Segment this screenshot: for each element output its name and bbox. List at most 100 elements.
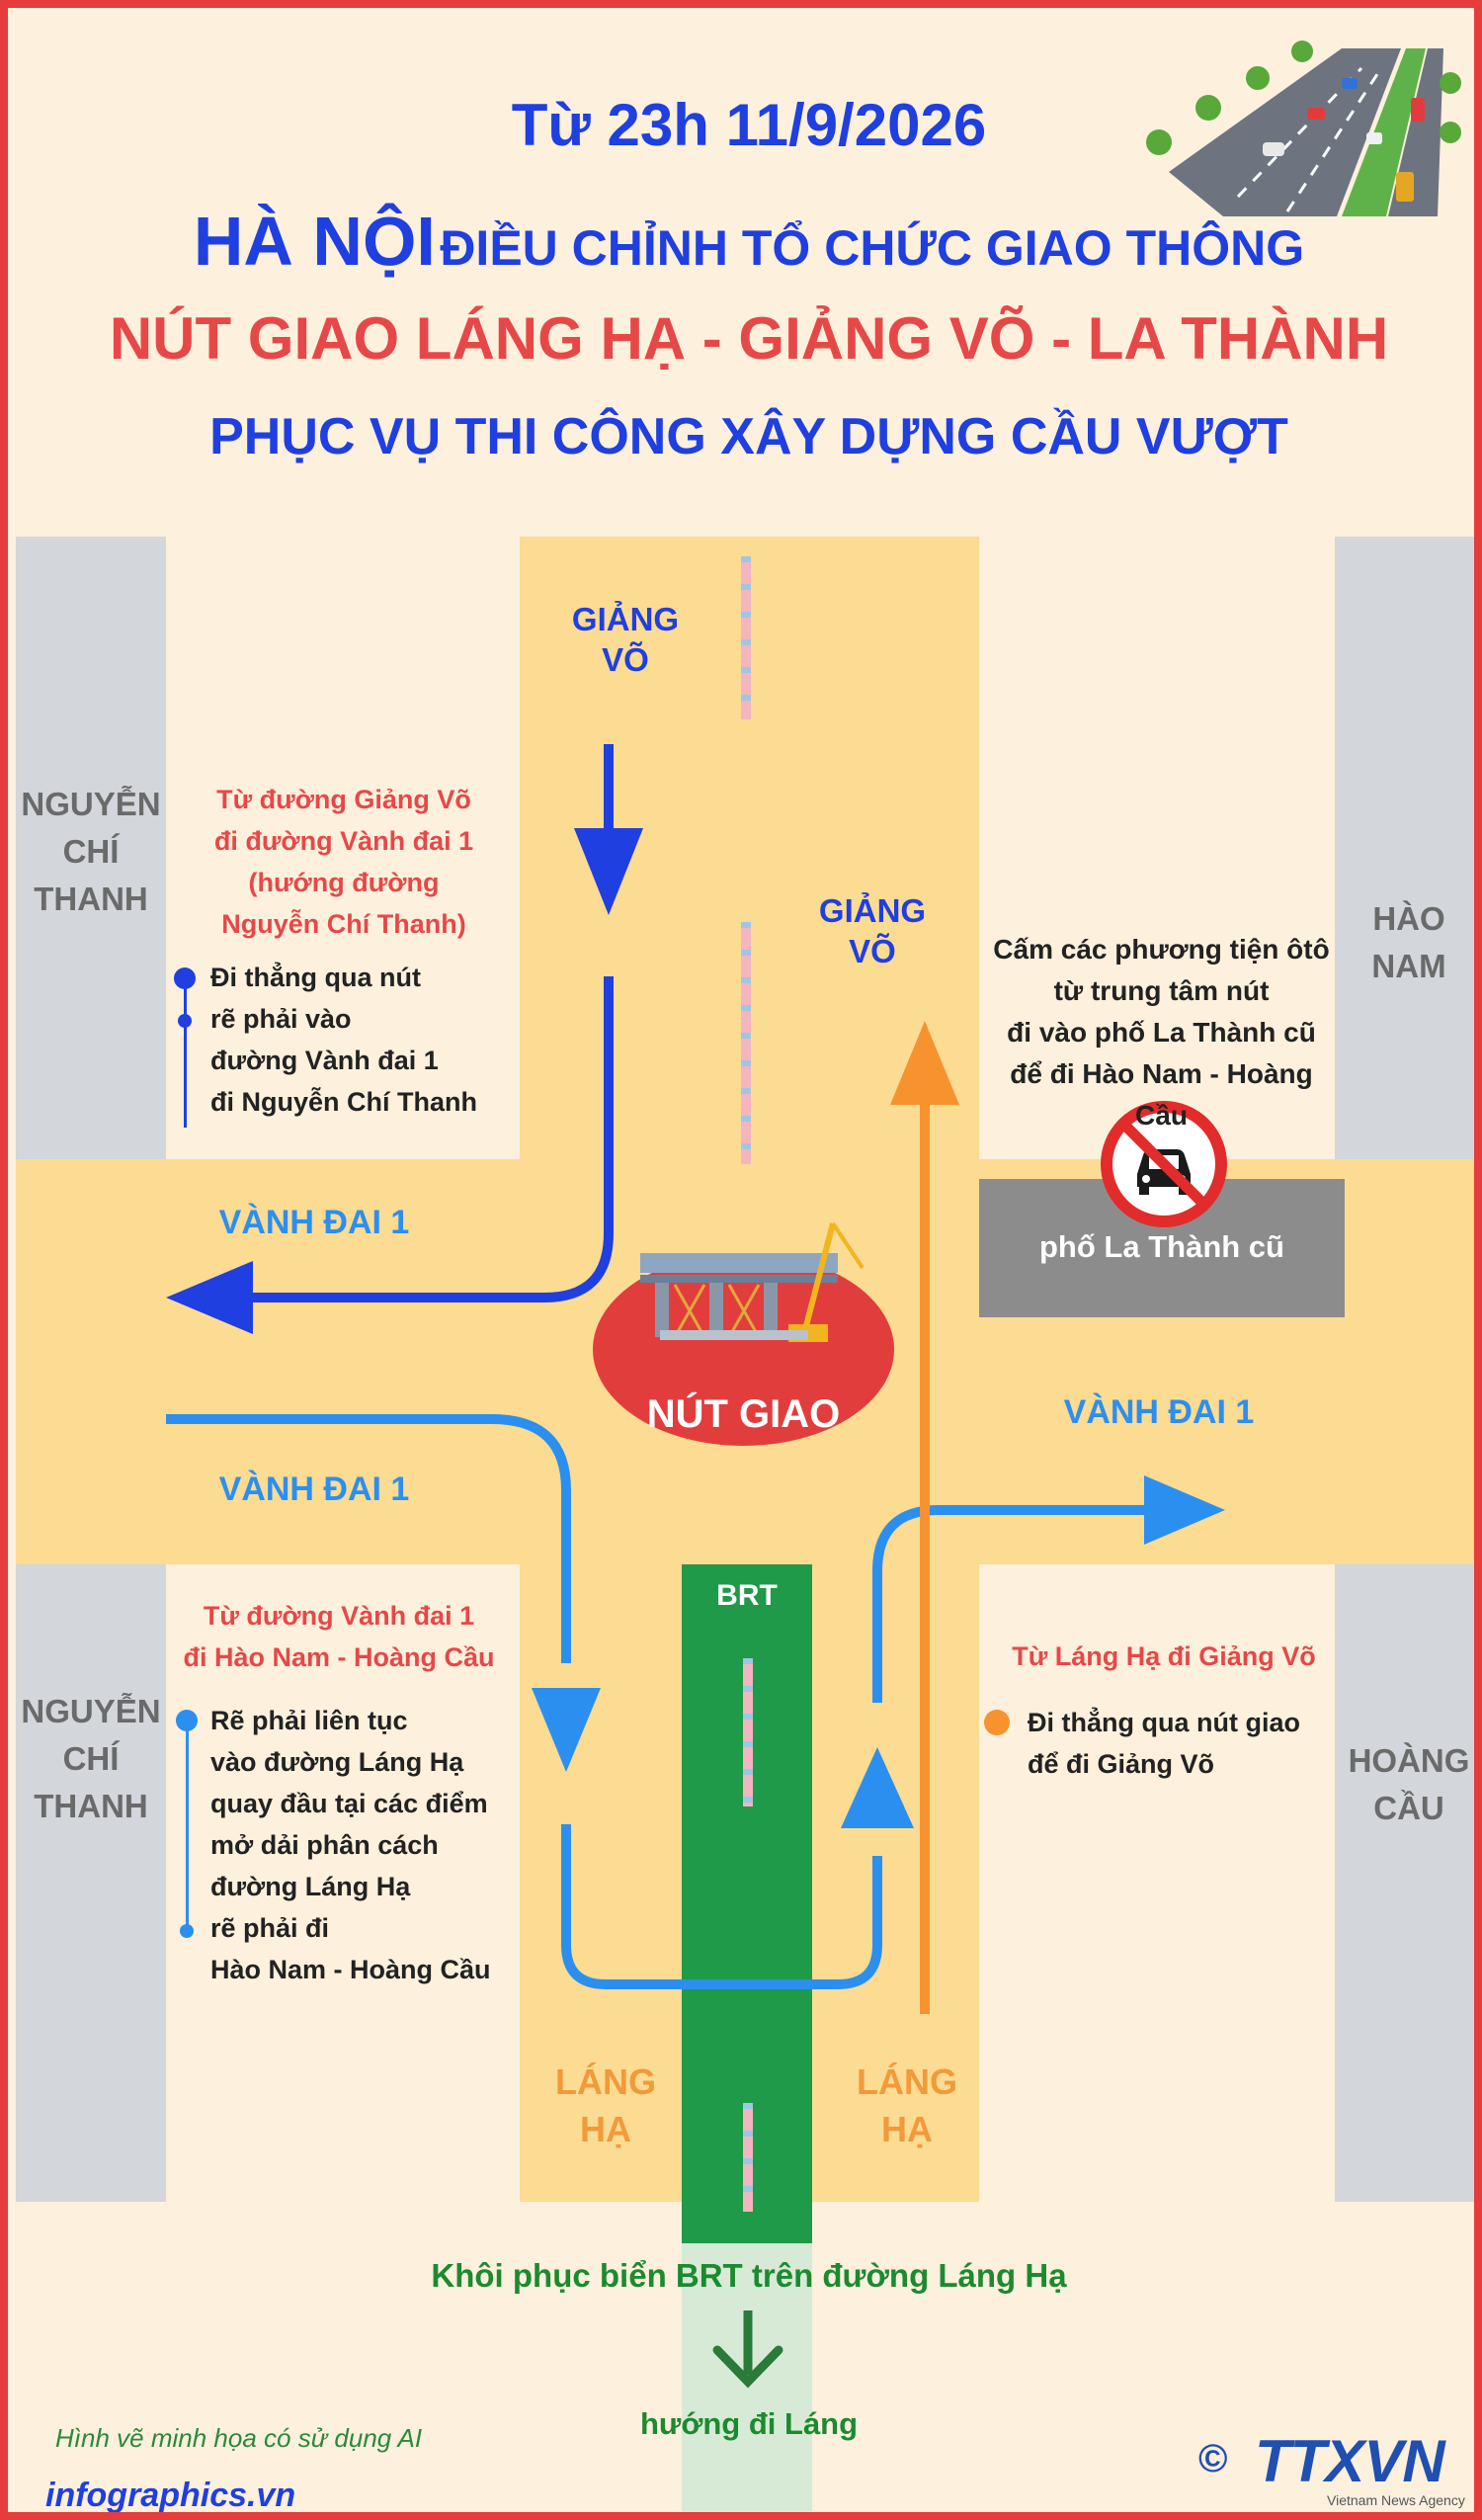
label-line: HẠ [580,2109,631,2149]
label-line: NAM [1371,948,1446,984]
label-giang-vo-top: GIẢNG VÕ [541,599,709,681]
label-nguyen-chi-thanh-upper: NGUYỄN CHÍ THANH [16,781,166,923]
label-hoang-cau: HOÀNG CẦU [1335,1737,1474,1832]
label-vanh-dai-west-lower: VÀNH ĐAI 1 [218,1470,410,1508]
title-line: Từ đường Giảng Võ [216,785,471,814]
step-line: đường Láng Hạ [210,1872,411,1901]
brt-label: BRT [716,1579,778,1612]
junction-badge [593,1253,894,1446]
headline-text: ĐIỀU CHỈNH TỔ CHỨC GIAO THÔNG [440,220,1305,276]
label-line: THANH [34,881,148,917]
side-street-nguyen-chi-thanh-lower [16,1564,166,2202]
step-line: Hào Nam - Hoàng Cầu [210,1955,491,1984]
step-line: quay đầu tại các điểm [210,1789,488,1818]
date-line: Từ 23h 11/9/2026 [511,92,987,158]
label-line: GIẢNG [818,892,927,929]
note-line: đi vào phố La Thành cũ [1007,1017,1316,1048]
label-giang-vo-mid: GIẢNG VÕ [788,890,956,972]
label-line: CHÍ [62,1740,120,1777]
label-line: VÕ [602,641,649,679]
side-street-hao-nam [1335,537,1474,1159]
headline: HÀ NỘI ĐIỀU CHỈNH TỔ CHỨC GIAO THÔNG [8,202,1474,281]
label-line: CẦU [1373,1790,1444,1826]
label-line: VÕ [849,933,896,970]
label-line: NGUYỄN [21,786,161,822]
route-lang-ha-title: Từ Láng Hạ đi Giảng Võ [1012,1641,1316,1671]
step-line: đường Vành đai 1 [210,1046,439,1075]
construction-icon [640,1221,864,1342]
title-line: (hướng đường [248,868,440,897]
ttxvn-logo-subtitle: Vietnam News Agency [1327,2492,1465,2508]
arrow-vanh-dai-down-head [532,1688,601,1772]
arrow-vanh-dai-east-head [1144,1475,1225,1545]
arrow-lang-ha-head [890,1021,959,1105]
ai-note: Hình vẽ minh họa có sử dụng AI [55,2423,423,2453]
step-line: để đi Giảng Võ [1028,1749,1215,1779]
title-line: Từ đường Vành đai 1 [203,1601,475,1631]
brt-restore-note: Khôi phục biển BRT trên đường Láng Hạ [431,2257,1067,2294]
junction-label: NÚT GIAO [646,1392,841,1436]
step-line: rẽ phải đi [210,1913,330,1943]
label-hao-nam: HÀO NAM [1335,895,1474,990]
route-giang-vo-timeline [184,981,187,1128]
arrow-vanh-dai-west-head [166,1261,253,1334]
road-illustration-icon [1139,41,1461,216]
label-lang-ha-left: LÁNG HẠ [532,2058,680,2153]
website-link[interactable]: infographics.vn [45,2477,296,2514]
arrow-giang-vo-head [574,828,643,915]
route-giang-vo-dot-step [178,1014,192,1028]
route-giang-vo-steps: Đi thẳng qua nút rẽ phải vào đường Vành … [210,957,527,1123]
junction-title: NÚT GIAO LÁNG HẠ - GIẢNG VÕ - LA THÀNH [109,305,1389,372]
route-lang-ha-steps: Đi thẳng qua nút giao để đi Giảng Võ [1028,1702,1324,1785]
label-line: GIẢNG [571,601,680,637]
step-line: mở dải phân cách [210,1830,439,1860]
note-line: từ trung tâm nút [1053,975,1270,1006]
copyright-icon: © [1198,2437,1228,2480]
label-line: NGUYỄN [21,1693,161,1729]
step-line: vào đường Láng Hạ [210,1747,464,1777]
label-vanh-dai-west-upper: VÀNH ĐAI 1 [218,1204,410,1241]
step-line: Rẽ phải liên tục [210,1706,408,1735]
city-name: HÀ NỘI [193,203,436,280]
label-vanh-dai-east: VÀNH ĐAI 1 [1063,1393,1255,1431]
step-line: đi Nguyễn Chí Thanh [210,1087,477,1117]
note-line: để đi Hào Nam - Hoàng Cầu [1010,1058,1313,1131]
label-line: LÁNG [555,2061,656,2102]
la-thanh-cu-label: phố La Thành cũ [1039,1229,1284,1264]
side-street-nguyen-chi-thanh-upper [16,537,166,1159]
route-vanh-dai-dot-step [180,1924,194,1938]
label-line: LÁNG [857,2061,957,2102]
label-line: THANH [34,1788,148,1824]
car-prohibited-icon [1101,1101,1227,1227]
arrow-giang-vo-turn [225,976,614,1302]
step-line: rẽ phải vào [210,1004,352,1034]
step-line: Đi thẳng qua nút giao [1028,1708,1300,1737]
note-line: Cấm các phương tiện ôtô [993,934,1330,965]
lane-divider-top [741,556,751,1169]
route-vanh-dai-title: Từ đường Vành đai 1 đi Hào Nam - Hoàng C… [171,1595,507,1678]
arrow-down-icon-head [712,2345,783,2389]
arrow-vanh-dai-turn [166,1414,571,1663]
arrow-u-turn [561,1824,882,1989]
title-line: đi Hào Nam - Hoàng Cầu [183,1642,495,1672]
label-lang-ha-right: LÁNG HẠ [833,2058,981,2153]
route-vanh-dai-steps: Rẽ phải liên tục vào đường Láng Hạ quay … [210,1700,536,1990]
label-line: HÀO [1372,900,1445,937]
brt-direction-note: hướng đi Láng [639,2406,859,2441]
traffic-arrows [166,744,1225,2389]
route-giang-vo-dot-start [174,967,196,989]
prohibition-note: Cấm các phương tiện ôtô từ trung tâm nút… [991,929,1332,1136]
label-line: HOÀNG [1348,1742,1470,1779]
route-vanh-dai-timeline [186,1722,189,1932]
purpose-line: PHỤC VỤ THI CÔNG XÂY DỰNG CẦU VƯỢT [209,408,1288,465]
title-line: Nguyễn Chí Thanh) [221,909,466,939]
route-giang-vo-title: Từ đường Giảng Võ đi đường Vành đai 1 (h… [181,779,507,945]
brt-divider [743,1658,753,2212]
ttxvn-logo: TTXVN [1255,2428,1445,2494]
title-line: đi đường Vành đai 1 [213,826,474,856]
arrow-hao-nam-turn [872,1505,1154,1703]
label-nguyen-chi-thanh-lower: NGUYỄN CHÍ THANH [16,1688,166,1830]
label-line: CHÍ [62,833,120,870]
side-street-hoang-cau [1335,1564,1474,2202]
